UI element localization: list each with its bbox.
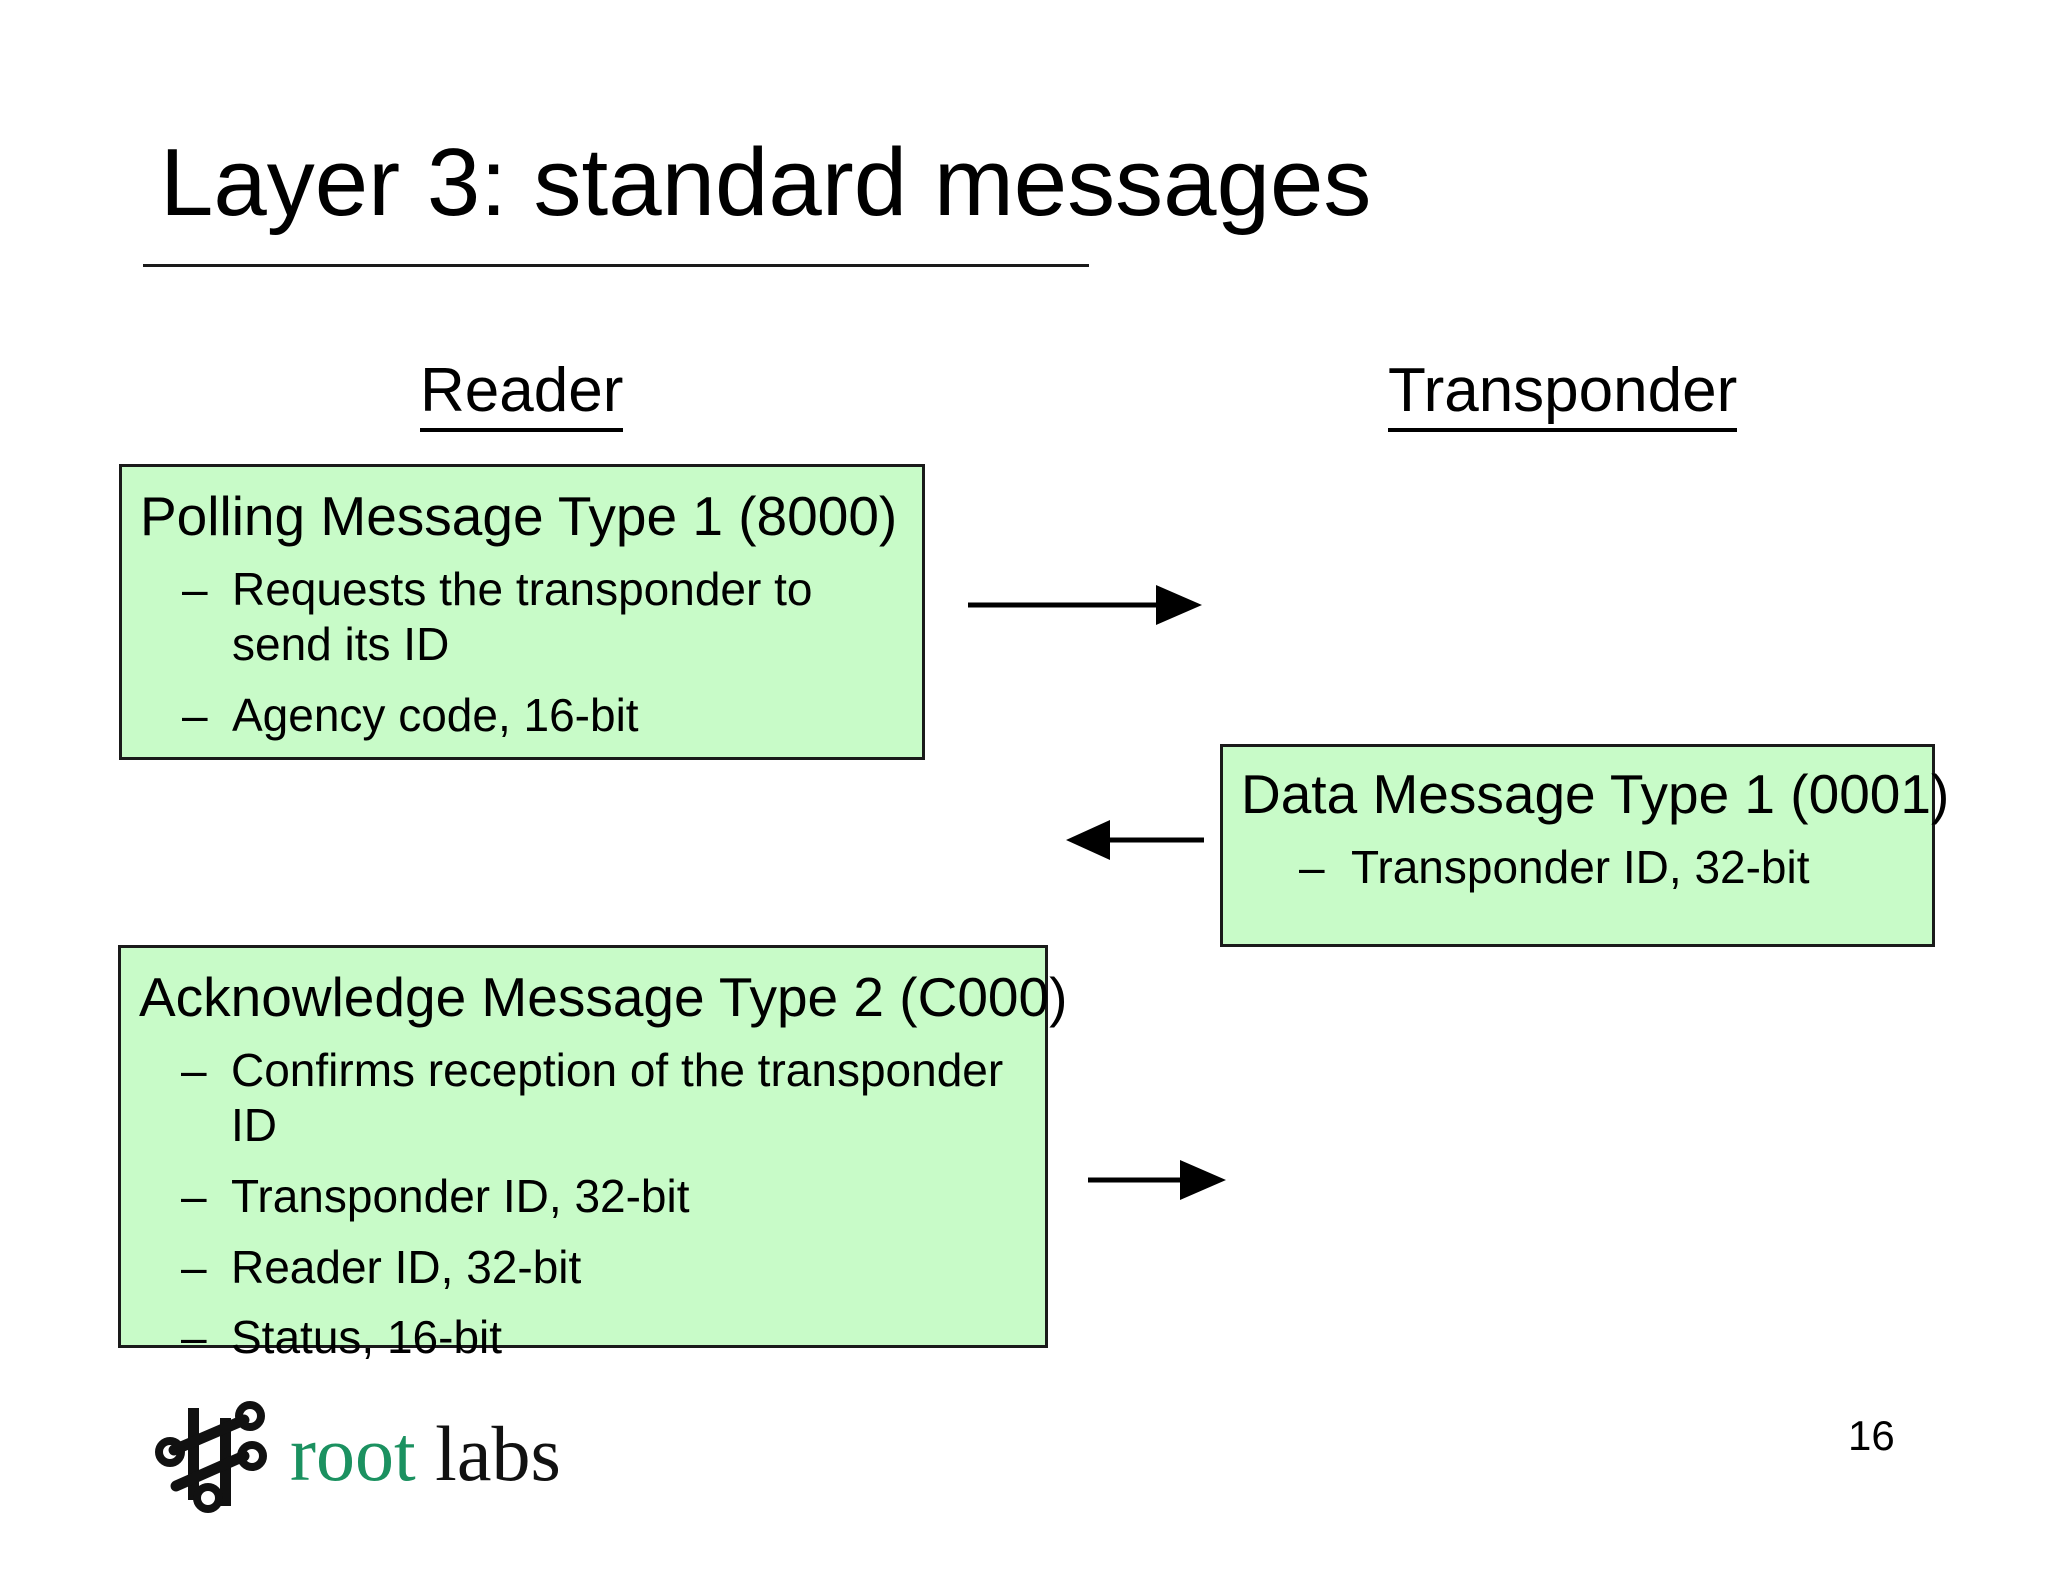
list-item: – Agency code, 16-bit [140,688,904,743]
arrow-right-polling [968,585,1202,625]
list-item: – Reader ID, 32-bit [139,1240,1027,1295]
message-bullet-list: – Requests the transponder to send its I… [140,562,904,742]
message-box-data: Data Message Type 1 (0001) – Transponder… [1220,744,1950,947]
list-item-label: Status, 16-bit [231,1311,503,1364]
logo-word-labs: labs [435,1410,561,1497]
list-item: – Transponder ID, 32-bit [1241,840,1914,895]
root-labs-circuit-icon [155,1401,267,1513]
arrow-left-data-response [1066,820,1204,860]
list-item-label: Confirms reception of the transponder ID [231,1044,1004,1152]
page-title: Layer 3: standard messages [160,129,1372,236]
list-item-label: Transponder ID, 32-bit [231,1169,690,1222]
column-header-transponder: Transponder [1388,360,1738,432]
list-item-label: Reader ID, 32-bit [231,1240,582,1293]
bullet-dash: – [181,1311,207,1364]
bullet-dash: – [181,1169,207,1222]
title-divider [143,264,1089,267]
logo-word-root: root [290,1410,416,1497]
bullet-dash: – [182,563,208,616]
list-item-label: Requests the transponder to send its ID [232,563,813,671]
message-bullet-list: – Transponder ID, 32-bit [1241,840,1914,895]
message-title: Data Message Type 1 (0001) [1241,763,1950,825]
message-title: Acknowledge Message Type 2 (C000) [139,966,1068,1028]
list-item: – Requests the transponder to send its I… [140,562,904,671]
message-bullet-list: – Confirms reception of the transponder … [139,1043,1027,1365]
list-item-label: Agency code, 16-bit [232,688,639,741]
root-labs-logo: root labs [152,1394,561,1514]
bullet-dash: – [1299,841,1325,894]
message-box-polling: Polling Message Type 1 (8000) – Requests… [119,464,925,760]
page-number: 16 [1848,1412,1895,1459]
bullet-dash: – [182,688,208,741]
list-item: – Transponder ID, 32-bit [139,1169,1027,1224]
message-box-acknowledge: Acknowledge Message Type 2 (C000) – Conf… [118,945,1068,1363]
column-header-reader: Reader [420,360,624,432]
arrow-right-acknowledge [1088,1160,1226,1200]
list-item-label: Transponder ID, 32-bit [1351,841,1810,894]
bullet-dash: – [181,1240,207,1293]
message-title: Polling Message Type 1 (8000) [140,485,898,547]
list-item: – Status, 16-bit [139,1310,1027,1365]
bullet-dash: – [181,1044,207,1097]
list-item: – Confirms reception of the transponder … [139,1043,1027,1152]
logo-wordmark: root labs [290,1415,561,1493]
